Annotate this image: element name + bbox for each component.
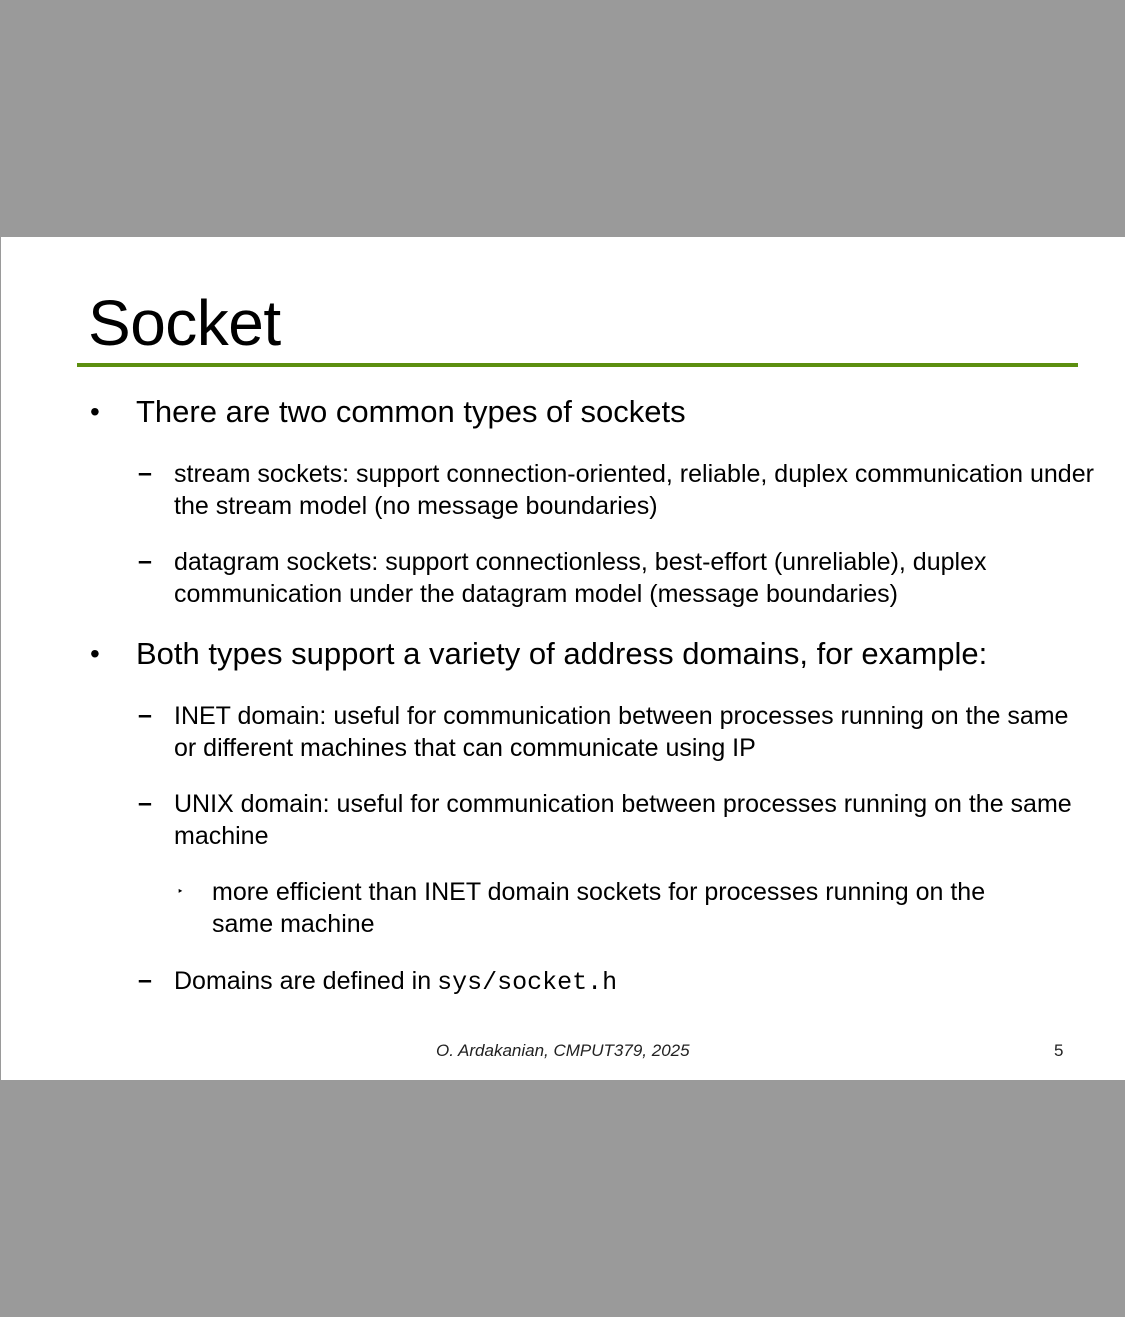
page-number: 5 [1054, 1041, 1064, 1060]
sub-bullet-text: UNIX domain: useful for communication be… [174, 790, 1072, 850]
dash-marker: – [138, 966, 152, 994]
dash-marker: – [138, 459, 152, 487]
slide-footer: O. Ardakanian, CMPUT379, 2025 [436, 1041, 690, 1060]
slide [1, 237, 1125, 1080]
sub-bullet-text: datagram sockets: support connectionless… [174, 548, 987, 608]
dash-marker: – [138, 789, 152, 817]
slide-title: Socket [88, 287, 281, 359]
sub-bullet-text: Domains are defined in [174, 967, 432, 995]
dash-marker: – [138, 547, 152, 575]
bullet-marker: • [90, 638, 100, 669]
sub-sub-bullet-text: more efficient than INET domain sockets … [212, 878, 986, 938]
sub-bullet-text: INET domain: useful for communication be… [174, 702, 1069, 762]
title-divider [77, 363, 1078, 367]
triangle-marker-icon: ‣ [177, 886, 184, 898]
code-header-file: sys/socket.h [437, 968, 618, 997]
sub-bullet-text: stream sockets: support connection-orien… [174, 460, 1094, 520]
bullet-text: Both types support a variety of address … [136, 636, 988, 671]
bullet-marker: • [90, 396, 100, 427]
dash-marker: – [138, 701, 152, 729]
bullet-text: There are two common types of sockets [136, 394, 686, 429]
